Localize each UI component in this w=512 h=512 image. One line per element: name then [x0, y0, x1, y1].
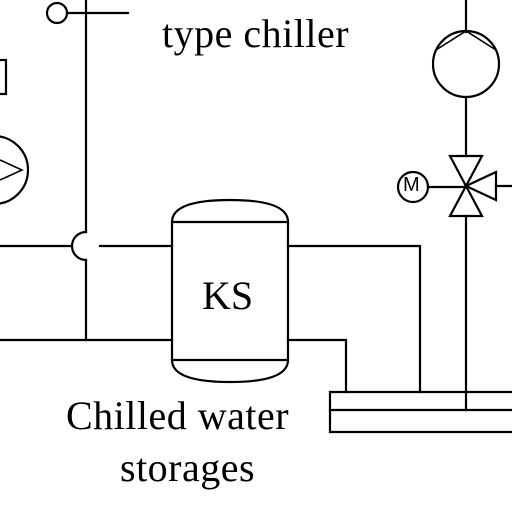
- storage-caption-line1: Chilled water: [66, 393, 290, 438]
- tank-outlet-pipe-upper: [286, 244, 422, 394]
- pipe-crossover-hop: [70, 230, 88, 262]
- right-pump: [431, 29, 501, 99]
- manifold-outline: [328, 390, 512, 434]
- tank-outlet-pipe-lower: [286, 338, 348, 394]
- chiller-label: type chiller: [162, 11, 350, 56]
- right-pump-arrow: [435, 30, 497, 51]
- left-edge-pump: [0, 135, 30, 205]
- tank-label: KS: [202, 273, 254, 318]
- valve-top-triangle: [448, 154, 484, 189]
- left-edge-box: [0, 58, 8, 96]
- sensor-circle: [45, 1, 69, 25]
- left-edge-pump-arrow: [0, 159, 24, 181]
- storage-caption-line2: storages: [120, 445, 256, 490]
- motor-label: M: [403, 174, 420, 196]
